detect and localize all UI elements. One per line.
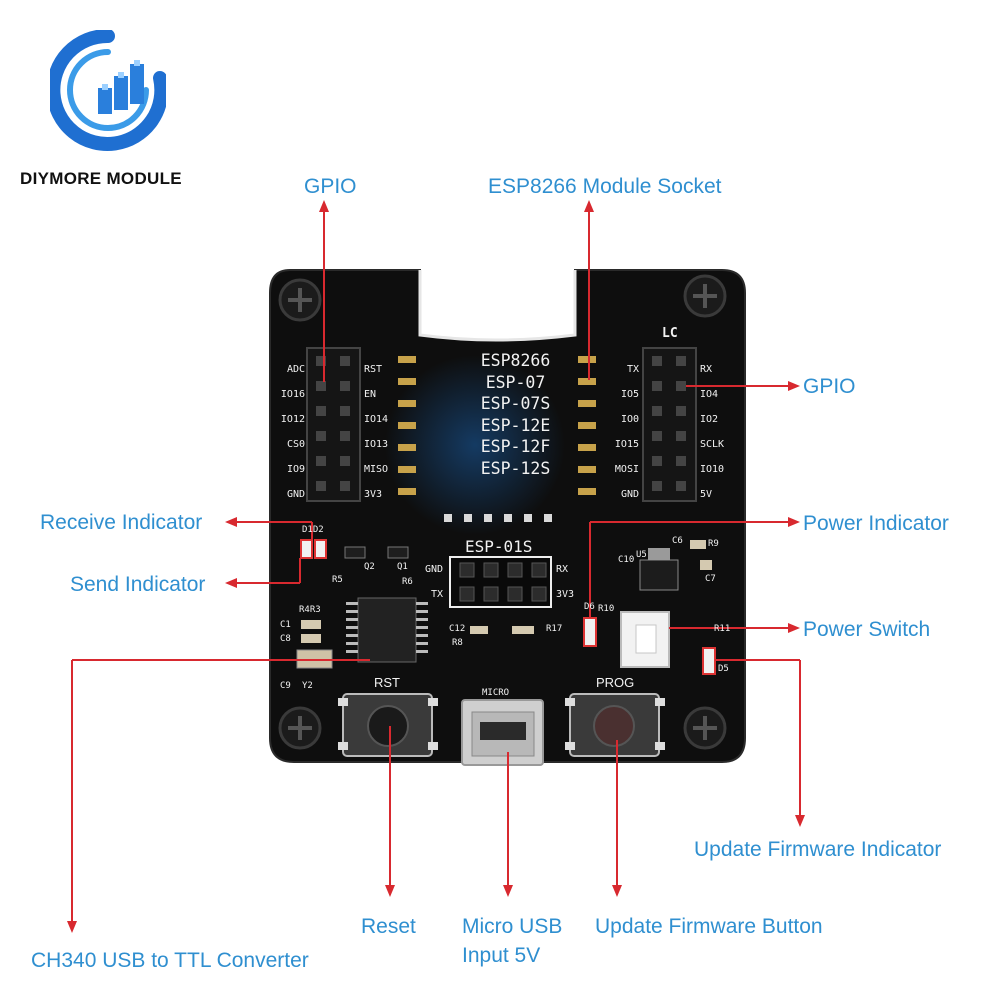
left-header-outer-labels: ADC IO16 IO12 CS0 IO9 GND [277, 357, 305, 507]
silk-r4r3: R4R3 [299, 605, 321, 615]
pin-label: GND [620, 489, 639, 500]
module-name: ESP-07 [485, 372, 546, 392]
silk-c10: C10 [618, 555, 635, 565]
gpio-header-right [642, 347, 697, 502]
module-name: ESP-12F [480, 437, 551, 456]
pin-label: IO15 [614, 439, 639, 450]
pin-label: IO10 [700, 464, 725, 475]
silk-c12: C12 [449, 624, 466, 634]
voltage-regulator [639, 559, 679, 591]
callout-ch340: CH340 USB to TTL Converter [31, 949, 309, 972]
callout-gpio-right: GPIO [803, 375, 856, 398]
prog-silk-label: PROG [596, 675, 635, 690]
callout-micro-usb-line2: Input 5V [462, 944, 541, 967]
silk-c8: C8 [280, 634, 291, 644]
micro-silk-label: MICRO [482, 688, 510, 698]
pin-label: MOSI [614, 464, 639, 475]
silk-r10: R10 [598, 604, 615, 614]
silk-c6: C6 [672, 536, 683, 546]
pin-label: IO16 [280, 389, 305, 400]
esp01-label: ESP-01S [465, 537, 533, 556]
pin-label: IO13 [364, 439, 389, 450]
screw-icon [278, 274, 727, 750]
callout-update-firmware-indicator: Update Firmware Indicator [694, 838, 942, 861]
pin-label: IO2 [700, 414, 719, 425]
diymore-logo [50, 30, 166, 151]
silk-d1d2: D1D2 [302, 525, 324, 535]
callout-reset: Reset [361, 915, 416, 938]
pin-label: IO0 [620, 414, 639, 425]
silk-r9: R9 [708, 539, 719, 549]
pin-label: 3V3 [364, 489, 383, 500]
pin-label: IO4 [700, 389, 719, 400]
right-header-outer-labels: RX IO4 IO2 SCLK IO10 5V [700, 357, 732, 507]
silk-y2: Y2 [302, 681, 313, 691]
pin-label: EN [364, 389, 377, 400]
rst-silk-label: RST [374, 675, 400, 690]
left-header-inner-labels: RST EN IO14 IO13 MISO 3V3 [364, 357, 394, 507]
prog-button [565, 693, 665, 757]
module-name: ESP-12E [480, 415, 551, 435]
power-switch [620, 611, 670, 668]
pin-label: ADC [286, 364, 305, 375]
silk-r8: R8 [452, 638, 463, 648]
silk-c1: C1 [280, 620, 291, 630]
send-led [314, 539, 327, 559]
callout-module-socket: ESP8266 Module Socket [488, 175, 722, 198]
module-name: ESP8266 [480, 351, 551, 370]
silk-r11: R11 [714, 624, 731, 634]
pin-label: IO12 [280, 414, 305, 425]
silk-c9: C9 [280, 681, 291, 691]
esp01-pin-tx: TX [431, 589, 444, 600]
callout-send-indicator: Send Indicator [70, 573, 206, 596]
esp01-pin-rx: RX [556, 564, 569, 575]
silk-q1: Q1 [397, 562, 408, 572]
pin-label: CS0 [286, 439, 305, 450]
callout-receive-indicator: Receive Indicator [40, 511, 203, 534]
maker-mark: LC [662, 326, 678, 341]
pin-label: IO5 [620, 389, 639, 400]
pin-label: RX [700, 364, 713, 375]
silk-d5: D5 [718, 664, 729, 674]
silk-u5: U5 [636, 550, 647, 560]
pin-label: TX [626, 364, 639, 375]
module-name: ESP-07S [480, 394, 551, 413]
callout-power-switch: Power Switch [803, 618, 931, 641]
receive-led [300, 539, 313, 559]
esp01-pin-3v3: 3V3 [556, 589, 575, 600]
pin-label: MISO [364, 464, 389, 475]
pin-label: 5V [700, 489, 713, 500]
ch340-chip [357, 597, 417, 663]
callout-update-firmware-button: Update Firmware Button [595, 915, 823, 938]
silk-q2: Q2 [364, 562, 375, 572]
pin-label: RST [364, 364, 383, 375]
silk-d6: D6 [584, 602, 595, 612]
pin-label: IO14 [364, 414, 389, 425]
brand-name: DIYMORE MODULE [20, 169, 182, 188]
pin-label: GND [286, 489, 305, 500]
silk-r17: R17 [546, 624, 563, 634]
module-names: ESP8266 ESP-07 ESP-07S ESP-12E ESP-12F E… [458, 350, 573, 479]
micro-usb-port [461, 699, 544, 766]
module-name: ESP-12S [480, 458, 551, 478]
silk-c7: C7 [705, 574, 716, 584]
callout-micro-usb-line1: Micro USB [462, 915, 563, 938]
esp01-pin-gnd: GND [425, 564, 444, 575]
callout-power-indicator: Power Indicator [803, 512, 949, 535]
silk-r6: R6 [402, 577, 413, 587]
silk-r5: R5 [332, 575, 343, 585]
pin-label: IO9 [286, 464, 305, 475]
reset-button [338, 693, 438, 757]
pin-label: SCLK [700, 439, 725, 450]
gpio-header-left [306, 347, 361, 502]
right-header-inner-labels: TX IO5 IO0 IO15 MOSI GND [607, 357, 639, 507]
callout-gpio-top: GPIO [304, 175, 357, 198]
